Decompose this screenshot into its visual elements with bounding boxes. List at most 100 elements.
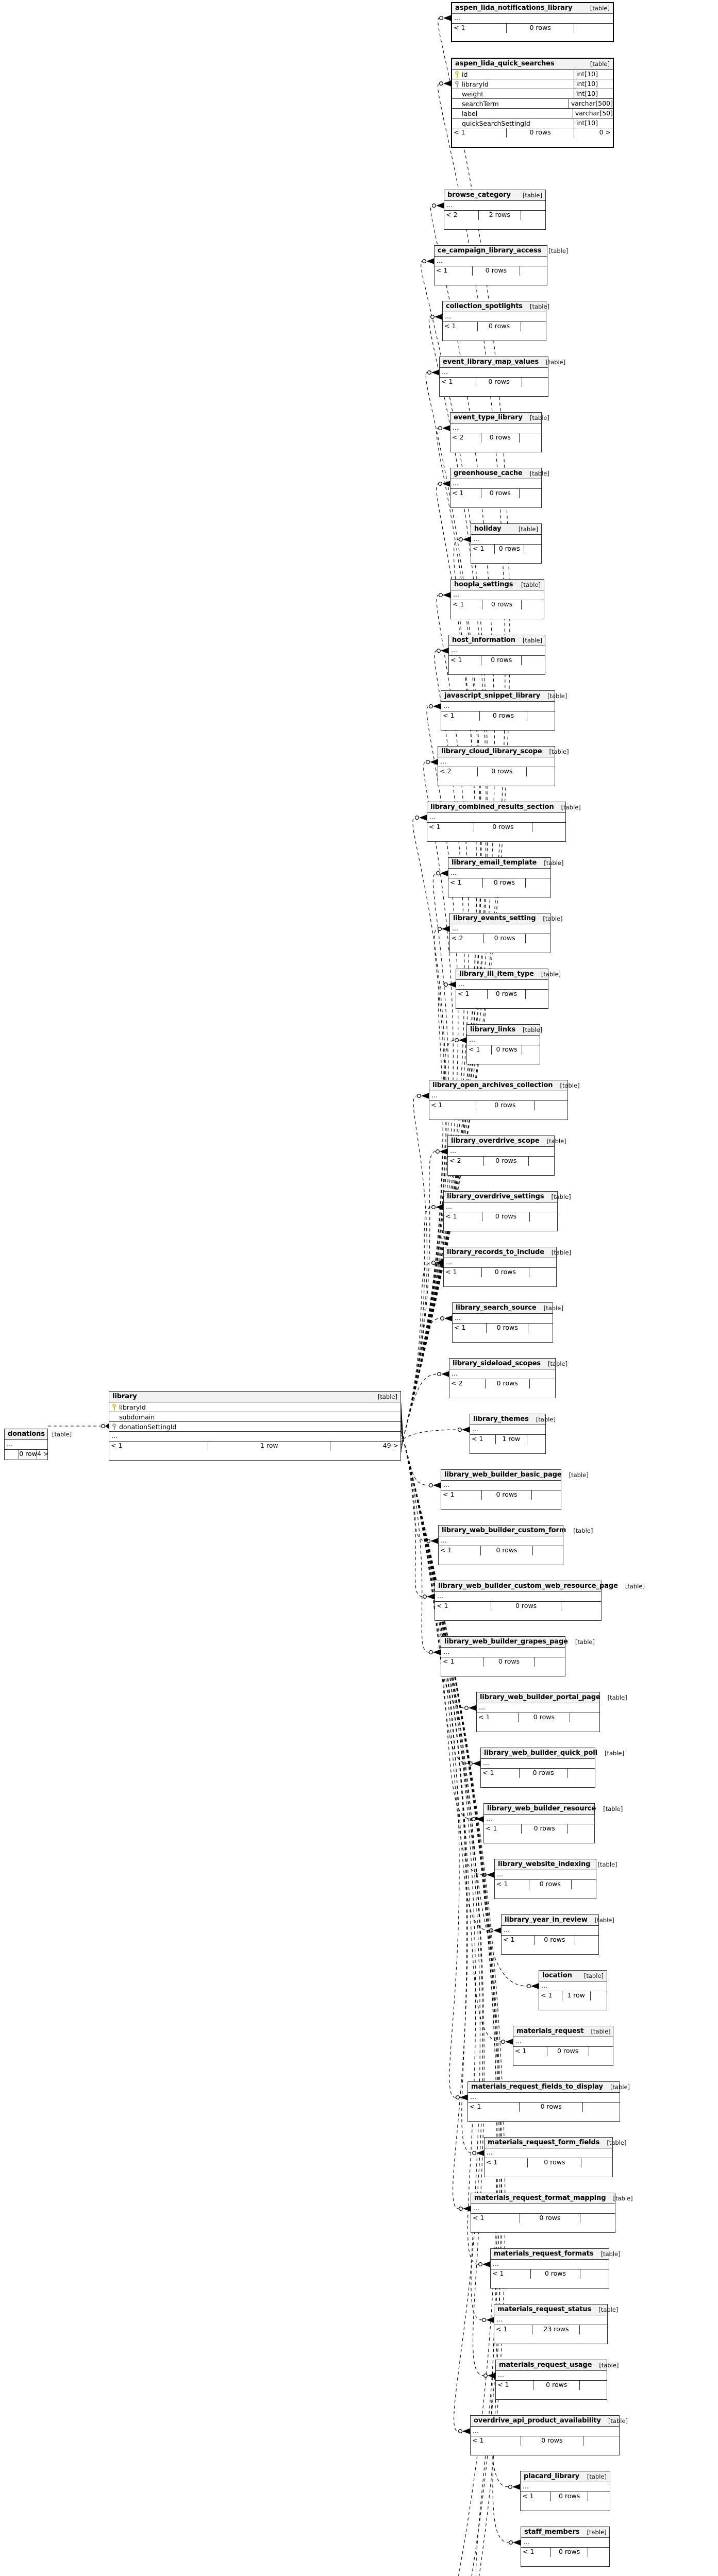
table-node-materials_request_format_mapping[interactable]: materials_request_format_mapping[table].… (471, 2193, 633, 2233)
relationship-edge (403, 1374, 438, 1439)
crowsfoot-arrow-icon (448, 981, 456, 988)
crowsfoot-arrow-icon (436, 1260, 444, 1266)
relationship-fan-line (400, 1438, 404, 1439)
table-node-aspen_lida_notifications_library[interactable]: aspen_lida_notifications_library[table].… (451, 2, 614, 42)
table-header: library_cloud_library_scope[table] (438, 747, 569, 757)
row-count: 0 rows (547, 2047, 589, 2056)
table-type-tag: [table] (591, 2027, 611, 2035)
parent-count: < 1 (502, 1936, 535, 1945)
table-node-library_open_archives_collection[interactable]: library_open_archives_collection[table].… (429, 1080, 580, 1120)
optional-marker-icon (464, 1706, 469, 1710)
child-count (568, 1824, 594, 1834)
crowsfoot-arrow-icon (435, 314, 443, 320)
table-node-library_web_builder_custom_web_resource_page[interactable]: library_web_builder_custom_web_resource_… (435, 1581, 645, 1621)
row-count: 0 rows (478, 767, 527, 776)
table-name: holiday (474, 524, 502, 533)
row-count: 2 rows (479, 211, 521, 220)
table-type-tag: [table] (522, 636, 543, 644)
relationship-fan-line (400, 1438, 404, 1449)
table-node-library_web_builder_resource[interactable]: library_web_builder_resource[table]...< … (483, 1803, 623, 1843)
optional-marker-icon (437, 1372, 441, 1377)
row-count: 0 rows (551, 2492, 589, 2501)
optional-marker-icon (489, 1928, 493, 1933)
table-node-library_web_builder_custom_form[interactable]: library_web_builder_custom_form[table]..… (438, 1525, 593, 1565)
table-node-donations[interactable]: donations[table]...0 rows4 > (4, 1429, 72, 1460)
table-node-overdrive_api_product_availability[interactable]: overdrive_api_product_availability[table… (470, 2415, 628, 2455)
relationship-edge (403, 1095, 428, 1439)
column-ellipsis: ... (495, 1870, 596, 1880)
parent-count: < 1 (539, 1991, 562, 2001)
row-count: 0 rows (533, 2381, 580, 2390)
child-count (524, 545, 541, 554)
table-node-library_combined_results_section[interactable]: library_combined_results_section[table].… (427, 802, 581, 842)
child-count (522, 600, 544, 609)
table-node-library_cloud_library_scope[interactable]: library_cloud_library_scope[table]...< 2… (438, 746, 569, 786)
table-name: materials_request_form_fields (488, 2138, 600, 2146)
table-header: materials_request[table] (513, 2026, 613, 2037)
table-node-materials_request_fields_to_display[interactable]: materials_request_fields_to_display[tabl… (467, 2081, 630, 2122)
row-count: 1 row (208, 1442, 331, 1451)
table-node-library_web_builder_basic_page[interactable]: library_web_builder_basic_page[table]...… (441, 1469, 589, 1510)
row-count: 23 rows (532, 2325, 580, 2334)
crowsfoot-arrow-icon (531, 1983, 539, 1989)
column-ellipsis: ... (448, 1147, 554, 1157)
table-header: greenhouse_cache[table] (450, 468, 549, 479)
child-count (532, 1490, 561, 1500)
column-ellipsis: ... (521, 2482, 610, 2492)
crowsfoot-arrow-icon (443, 592, 451, 598)
optional-marker-icon (508, 2540, 513, 2545)
crowsfoot-arrow-icon (433, 1482, 441, 1488)
table-node-materials_request_form_fields[interactable]: materials_request_form_fields[table]...<… (484, 2137, 626, 2177)
optional-marker-icon (430, 314, 435, 319)
table-node-library_web_builder_portal_page[interactable]: library_web_builder_portal_page[table]..… (476, 1692, 627, 1732)
row-count: 0 rows (520, 2103, 583, 2112)
crowsfoot-arrow-icon (430, 1538, 439, 1544)
child-count (522, 378, 548, 387)
crowsfoot-arrow-icon (421, 1093, 429, 1099)
table-node-library_web_builder_grapes_page[interactable]: library_web_builder_grapes_page[table]..… (441, 1636, 595, 1676)
optional-marker-icon (431, 1261, 436, 1265)
table-node-library_web_builder_quick_poll[interactable]: library_web_builder_quick_poll[table]...… (480, 1748, 624, 1788)
optional-marker-icon (443, 982, 448, 987)
table-type-tag: [table] (573, 1527, 593, 1534)
